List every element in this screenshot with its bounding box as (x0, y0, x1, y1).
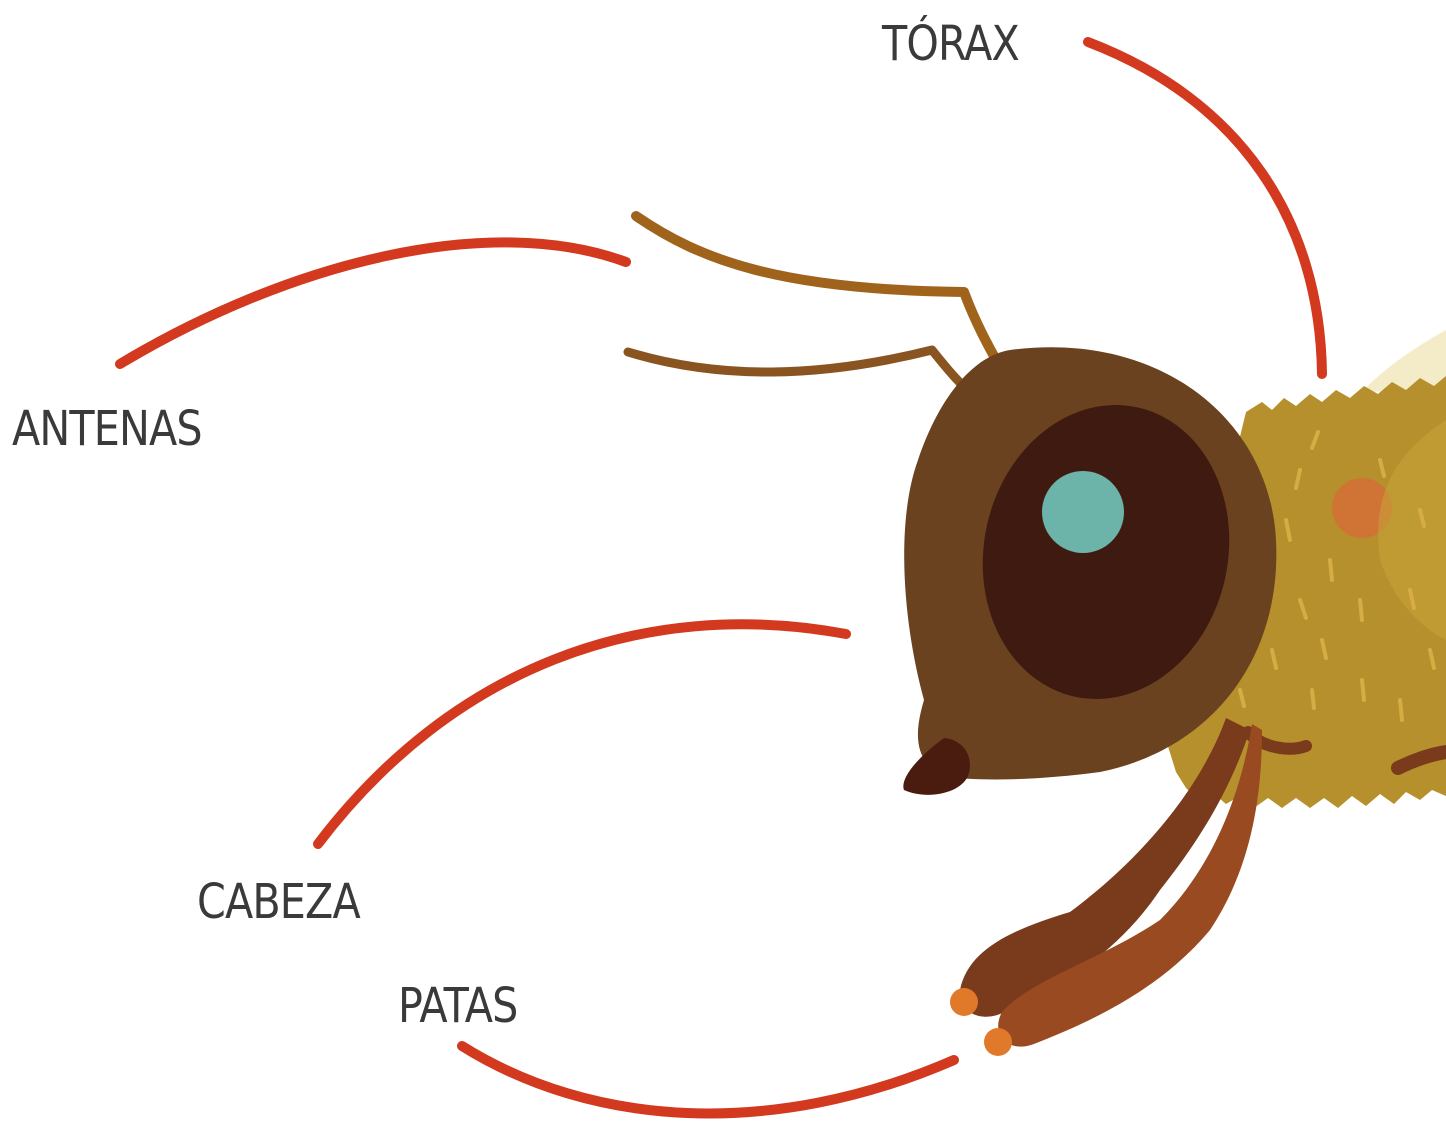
leader-line-antennae (120, 242, 626, 364)
antennae-shape (628, 216, 1018, 396)
leader-line-head (318, 624, 846, 844)
label-antennae: ANTENAS (12, 405, 202, 453)
wing-shape (1362, 330, 1446, 392)
leader-line-thorax (1088, 42, 1322, 374)
label-legs: PATAS (398, 982, 517, 1030)
label-thorax: TÓRAX (882, 20, 1019, 68)
leader-line-legs (462, 1046, 954, 1113)
label-head: CABEZA (197, 878, 360, 926)
